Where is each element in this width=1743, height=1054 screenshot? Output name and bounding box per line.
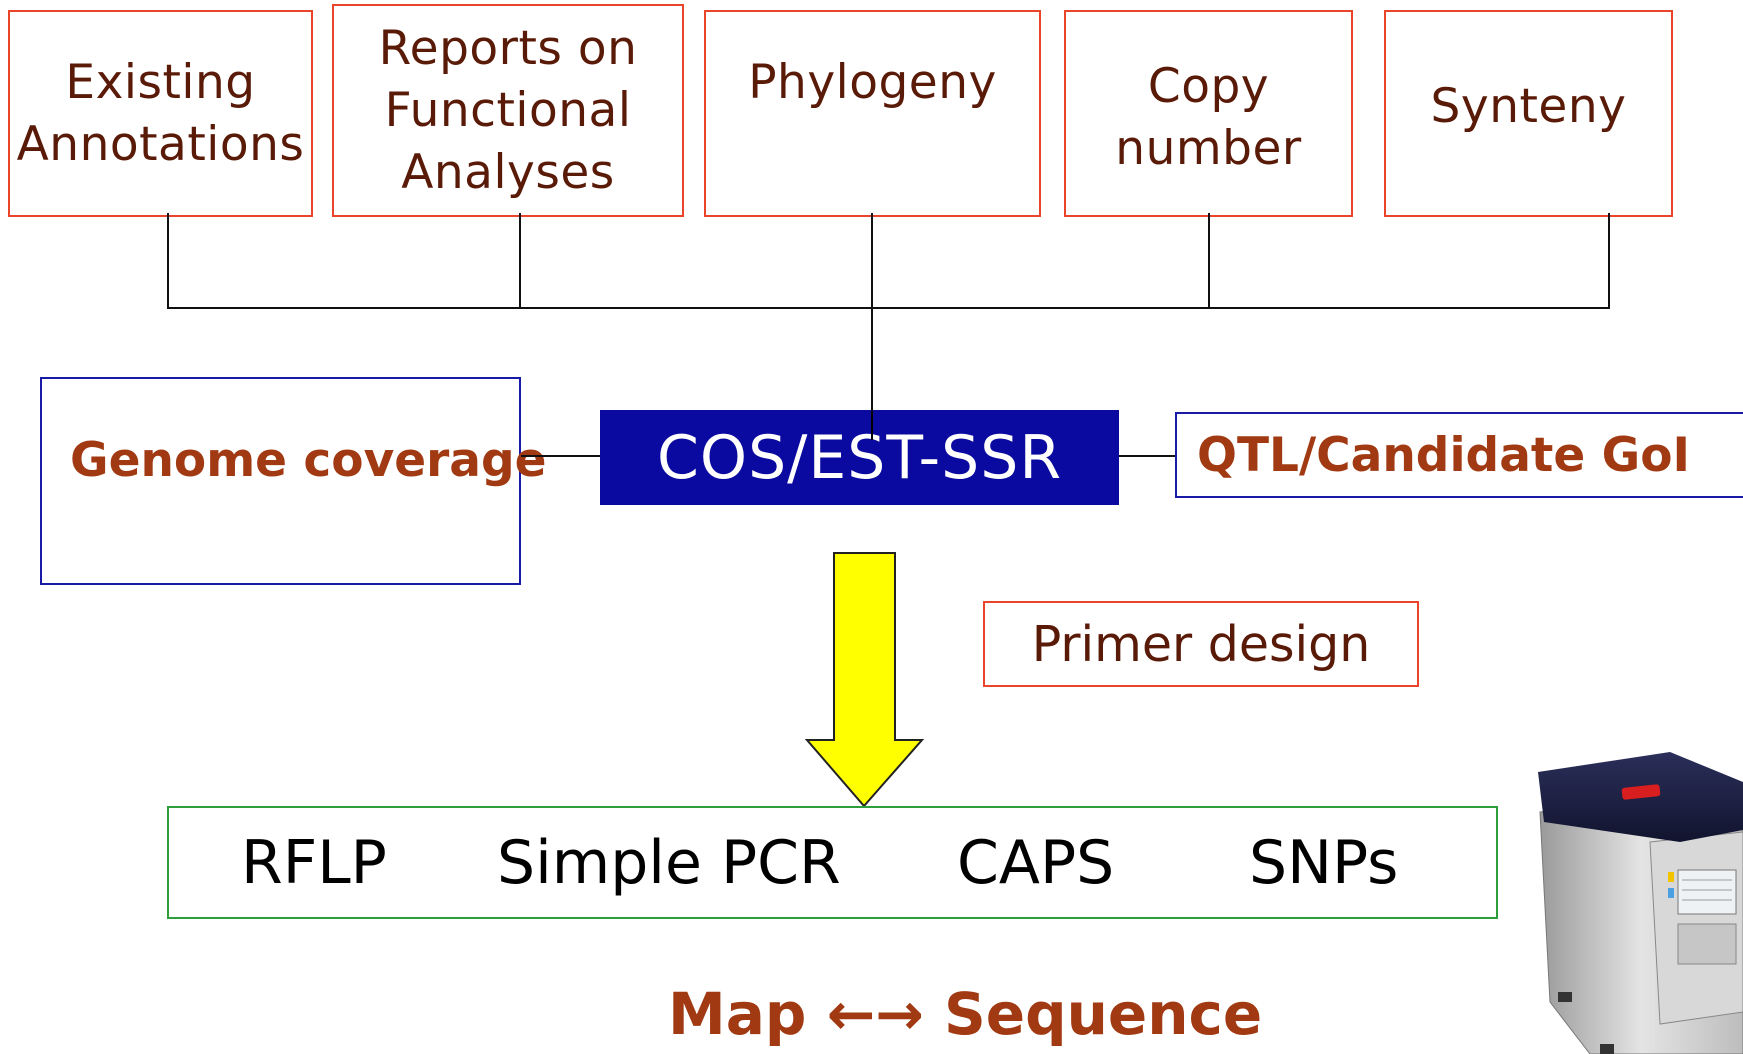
connector-line-right: [1118, 455, 1176, 457]
box-phylogeny-label: Phylogeny: [748, 55, 997, 110]
down-arrow-icon: [804, 552, 925, 808]
cos-est-ssr-label: COS/EST-SSR: [656, 422, 1063, 493]
connector-line: [519, 213, 521, 309]
box-existing-annotations: Existing Annotations: [8, 10, 313, 217]
bus-line: [167, 307, 1610, 309]
connector-line: [1208, 213, 1210, 309]
cos-est-ssr-box: COS/EST-SSR: [600, 410, 1119, 505]
qtl-candidate-box: QTL/Candidate GoI: [1175, 412, 1743, 498]
methods-box: RFLP Simple PCR CAPS SNPs: [167, 806, 1498, 919]
method-snps: SNPs: [1249, 828, 1399, 898]
connector-line-left: [521, 455, 603, 457]
map-sequence-caption: Map ←→ Sequence: [668, 980, 1263, 1048]
method-rflp: RFLP: [241, 828, 387, 898]
genome-coverage-label: Genome coverage: [70, 433, 547, 488]
connector-line: [1608, 213, 1610, 309]
box-synteny-label: Synteny: [1430, 79, 1627, 134]
genome-coverage-box: Genome coverage: [40, 377, 547, 585]
box-functional-analyses-label: Reports on Functional Analyses: [378, 20, 638, 200]
qtl-candidate-label: QTL/Candidate GoI: [1197, 428, 1690, 483]
box-copy-number-label: Copy number: [1115, 59, 1302, 176]
box-phylogeny: Phylogeny: [704, 10, 1041, 217]
connector-line-overlay: [871, 410, 873, 440]
method-simple-pcr: Simple PCR: [497, 828, 841, 898]
method-caps: CAPS: [957, 828, 1115, 898]
box-synteny: Synteny: [1384, 10, 1673, 217]
primer-design-label: Primer design: [1031, 615, 1371, 673]
box-copy-number: Copy number: [1064, 10, 1353, 217]
thermal-cycler-image: [1538, 752, 1743, 1054]
box-functional-analyses: Reports on Functional Analyses: [332, 4, 684, 217]
primer-design-box: Primer design: [983, 601, 1419, 687]
box-existing-annotations-label: Existing Annotations: [16, 54, 305, 172]
connector-line: [167, 213, 169, 309]
connector-line-center: [871, 213, 873, 439]
